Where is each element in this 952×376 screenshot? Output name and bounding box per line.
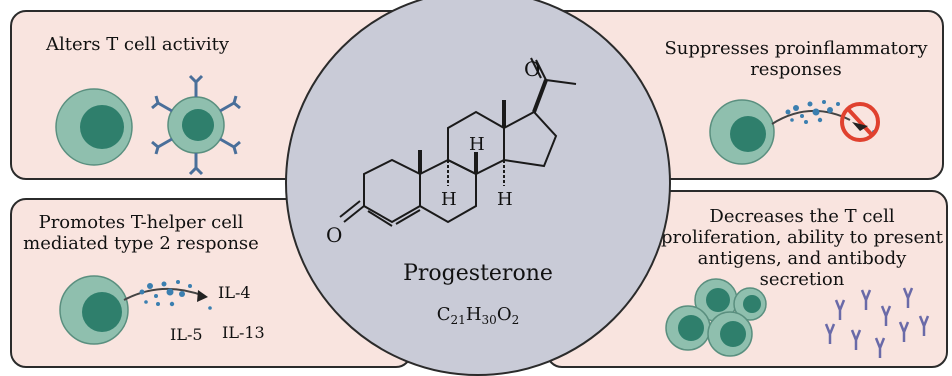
panel-title-line1: Decreases the T cell [709, 206, 895, 227]
atom-h2: H [469, 134, 485, 155]
cytokine-label-il4: IL-4 [218, 283, 251, 302]
atom-o-top: O [524, 57, 540, 81]
antibody-icon [824, 287, 930, 358]
t-cell-icon [709, 99, 775, 165]
chemical-formula: C21H30O2 [437, 304, 519, 327]
panel-title-line1: Promotes T-helper cell [38, 212, 244, 233]
t-cell-illustration [55, 74, 241, 176]
panel-title-line2: mediated type 2 response [23, 233, 259, 254]
cytokine-release-icon [123, 280, 212, 310]
hormone-name: Progesterone [403, 261, 553, 286]
panel-title-line2: responses [750, 59, 842, 80]
receptor-cell-icon [151, 74, 241, 176]
suppression-illustration [709, 99, 880, 165]
cytokine-label-il5: IL-5 [170, 325, 203, 344]
progesterone-structure: O O H H H Progesterone C21H30O2 [326, 57, 577, 327]
steroid-skeleton [339, 57, 577, 227]
progesterone-circle [285, 0, 671, 376]
panel-title-line3: antigens, and antibody secretion [697, 248, 907, 290]
panel-title-line2: proliferation, ability to present [661, 227, 943, 248]
prohibit-icon [840, 102, 880, 142]
panel-title-line1: Suppresses proinflammatory [664, 38, 928, 59]
panel-title: Alters T cell activity [46, 34, 230, 55]
t-cell-cluster-icon [665, 278, 767, 357]
atom-o-left: O [326, 223, 342, 247]
cytokine-label-il13: IL-13 [222, 323, 265, 342]
atom-h1: H [441, 189, 457, 210]
t-cell-icon [59, 275, 129, 345]
atom-h3: H [497, 189, 513, 210]
proliferation-illustration [665, 278, 930, 358]
th2-illustration: IL-4 IL-5 IL-13 [59, 275, 265, 345]
t-cell-icon [55, 88, 133, 166]
